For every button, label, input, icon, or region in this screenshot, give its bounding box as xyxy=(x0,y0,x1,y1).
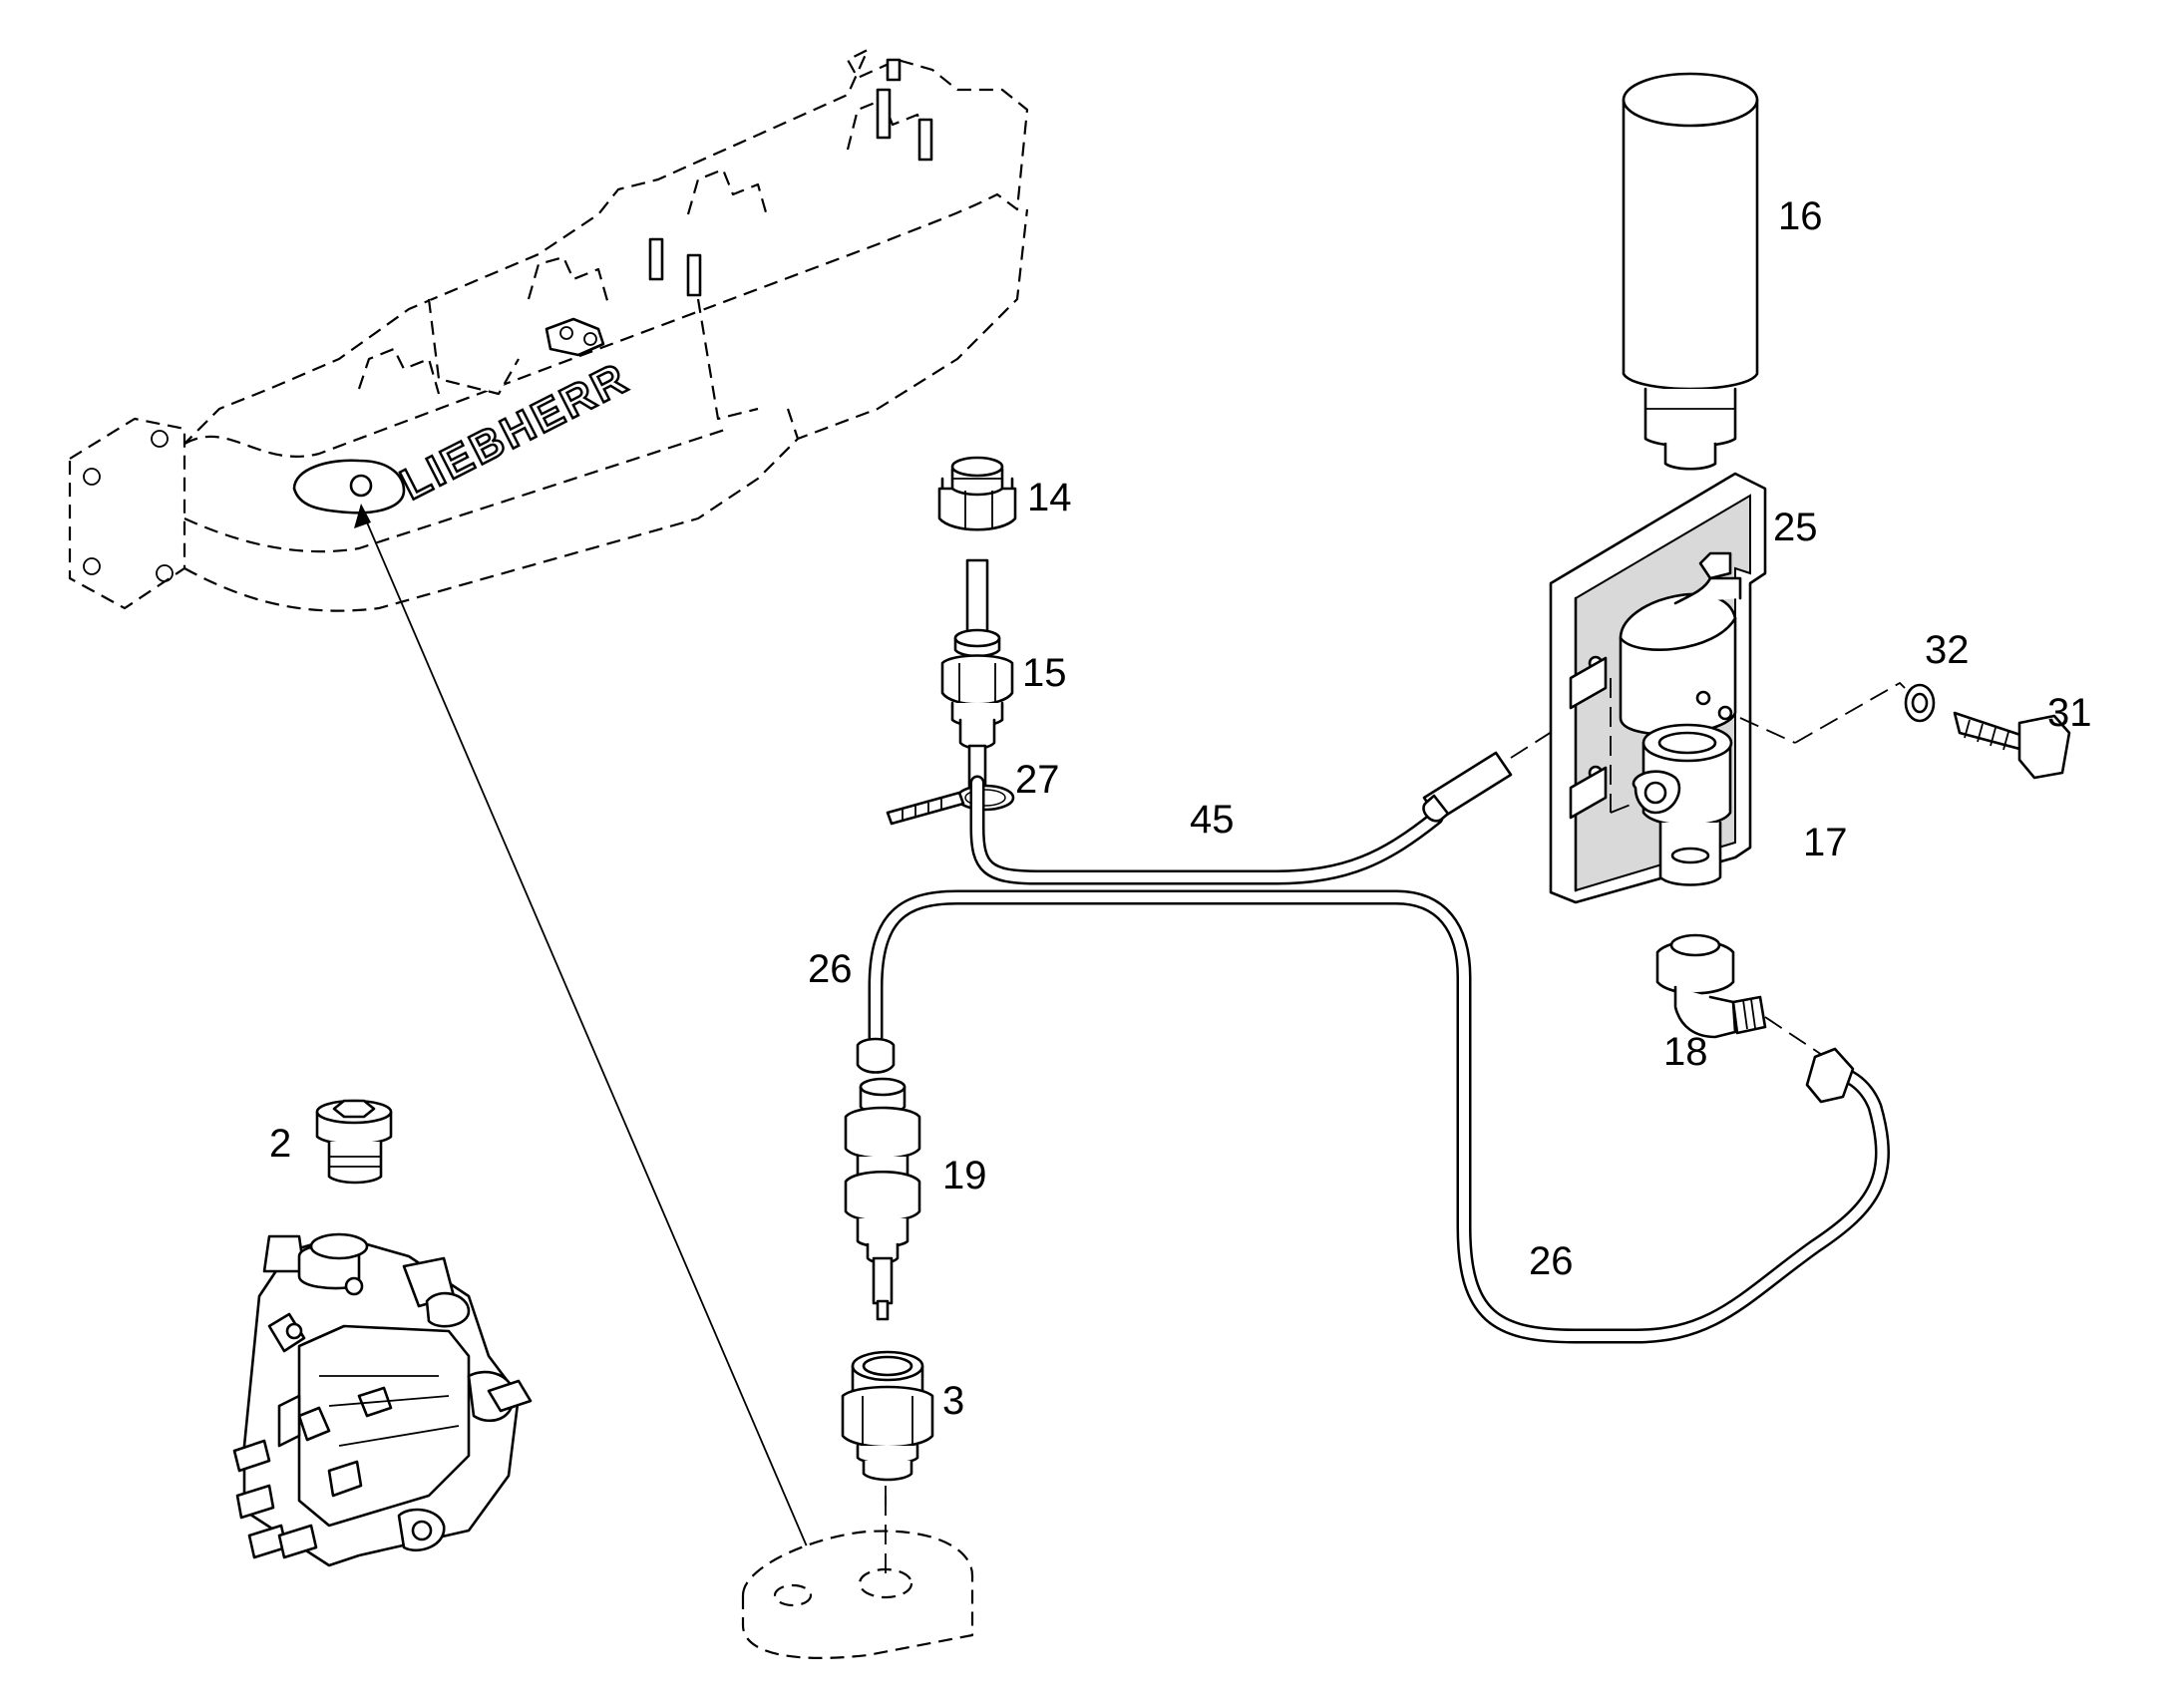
sensor-part-15 xyxy=(940,558,1014,788)
callout-27: 27 xyxy=(1015,758,1060,802)
leader-arrow xyxy=(354,504,814,1561)
plug-part-2 xyxy=(315,1099,393,1185)
sensor-boss xyxy=(741,1496,974,1660)
callouts: 2 3 14 15 16 17 18 19 25 26 26 27 31 32 … xyxy=(269,194,2092,1423)
elbow-part-18 xyxy=(1655,933,1826,1058)
callout-3: 3 xyxy=(942,1379,964,1423)
callout-26-lower: 26 xyxy=(1529,1239,1574,1283)
bracket-part-25 xyxy=(1549,472,1767,904)
union-part-17 xyxy=(1610,678,1733,886)
fuel-line-part-26 xyxy=(856,889,1890,1344)
callout-14: 14 xyxy=(1027,476,1072,519)
clamp-part-27 xyxy=(886,784,1015,826)
callout-19: 19 xyxy=(942,1154,987,1197)
callout-17: 17 xyxy=(1803,821,1848,864)
callout-45: 45 xyxy=(1190,798,1235,842)
washer-part-32 xyxy=(1904,683,1936,723)
callout-31: 31 xyxy=(2047,691,2092,735)
callout-26-upper: 26 xyxy=(808,947,853,991)
callout-18: 18 xyxy=(1663,1030,1708,1074)
callout-32: 32 xyxy=(1925,628,1970,672)
cable-part-45 xyxy=(969,722,1567,885)
bolt-axis-line xyxy=(1739,717,1796,744)
callout-25: 25 xyxy=(1773,506,1818,549)
callout-16: 16 xyxy=(1778,194,1823,238)
filter-part-16 xyxy=(1622,72,1759,471)
exhaust-manifold: LIEBHERR xyxy=(68,48,1029,612)
callout-2: 2 xyxy=(269,1122,291,1166)
union-part-19 xyxy=(844,1077,921,1321)
nut-part-14 xyxy=(937,456,1017,531)
bolt-axis-line-2 xyxy=(1794,681,1906,744)
injection-pump xyxy=(232,1232,533,1567)
callout-15: 15 xyxy=(1022,651,1067,695)
bolt-part-31 xyxy=(1953,711,2071,780)
adapter-part-3 xyxy=(841,1350,934,1516)
